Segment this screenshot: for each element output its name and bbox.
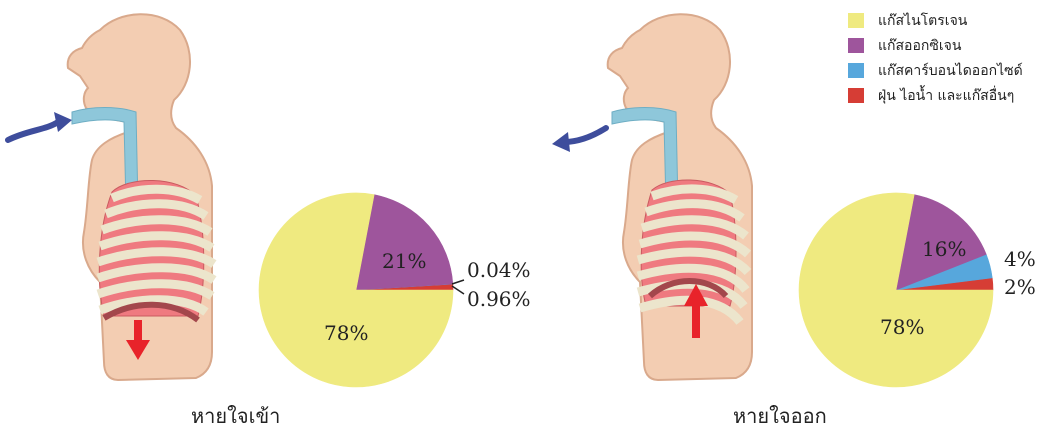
inhale-co2-label: 0.04%	[467, 258, 531, 282]
legend-item-nitrogen: แก๊สไนโตรเจน	[848, 8, 1057, 33]
legend-label-co2: แก๊สคาร์บอนไดออกไซด์	[878, 60, 1023, 82]
exhale-caption: หายใจออก	[733, 400, 827, 432]
legend-item-other: ฝุ่น ไอน้ำ และแก๊สอื่นๆ	[848, 83, 1057, 108]
inhale-label-leader	[452, 280, 464, 294]
exhale-air-arrowhead	[552, 132, 570, 152]
legend-label-other: ฝุ่น ไอน้ำ และแก๊สอื่นๆ	[878, 85, 1014, 107]
legend-swatch-other	[848, 88, 864, 103]
inhale-oxygen-label: 21%	[382, 249, 426, 273]
exhale-other-label: 2%	[1004, 275, 1036, 299]
exhale-air-arrow	[564, 128, 606, 142]
legend-swatch-nitrogen	[848, 13, 864, 28]
exhale-oxygen-label: 16%	[922, 237, 966, 261]
inhale-nitrogen-label: 78%	[324, 321, 368, 345]
exhale-diaphragm-arrow	[692, 304, 700, 338]
exhale-pie	[799, 193, 993, 387]
exhale-nitrogen-label: 78%	[880, 315, 924, 339]
inhale-figure	[8, 14, 214, 380]
exhale-figure	[552, 14, 752, 380]
inhale-air-arrowhead	[54, 112, 72, 132]
inhale-diaphragm-arrow	[134, 320, 142, 342]
inhale-pie	[259, 193, 453, 387]
legend-swatch-co2	[848, 63, 864, 78]
legend: แก๊สไนโตรเจน แก๊สออกซิเจน แก๊สคาร์บอนไดอ…	[848, 8, 1057, 108]
legend-item-co2: แก๊สคาร์บอนไดออกไซด์	[848, 58, 1057, 83]
legend-label-oxygen: แก๊สออกซิเจน	[878, 35, 961, 57]
legend-item-oxygen: แก๊สออกซิเจน	[848, 33, 1057, 58]
inhale-air-arrow	[8, 122, 58, 140]
inhale-ribcage	[98, 180, 214, 320]
exhale-co2-label: 4%	[1004, 247, 1036, 271]
inhale-other-label: 0.96%	[467, 287, 531, 311]
legend-swatch-oxygen	[848, 38, 864, 53]
legend-label-nitrogen: แก๊สไนโตรเจน	[878, 10, 967, 32]
inhale-caption: หายใจเข้า	[191, 400, 280, 432]
